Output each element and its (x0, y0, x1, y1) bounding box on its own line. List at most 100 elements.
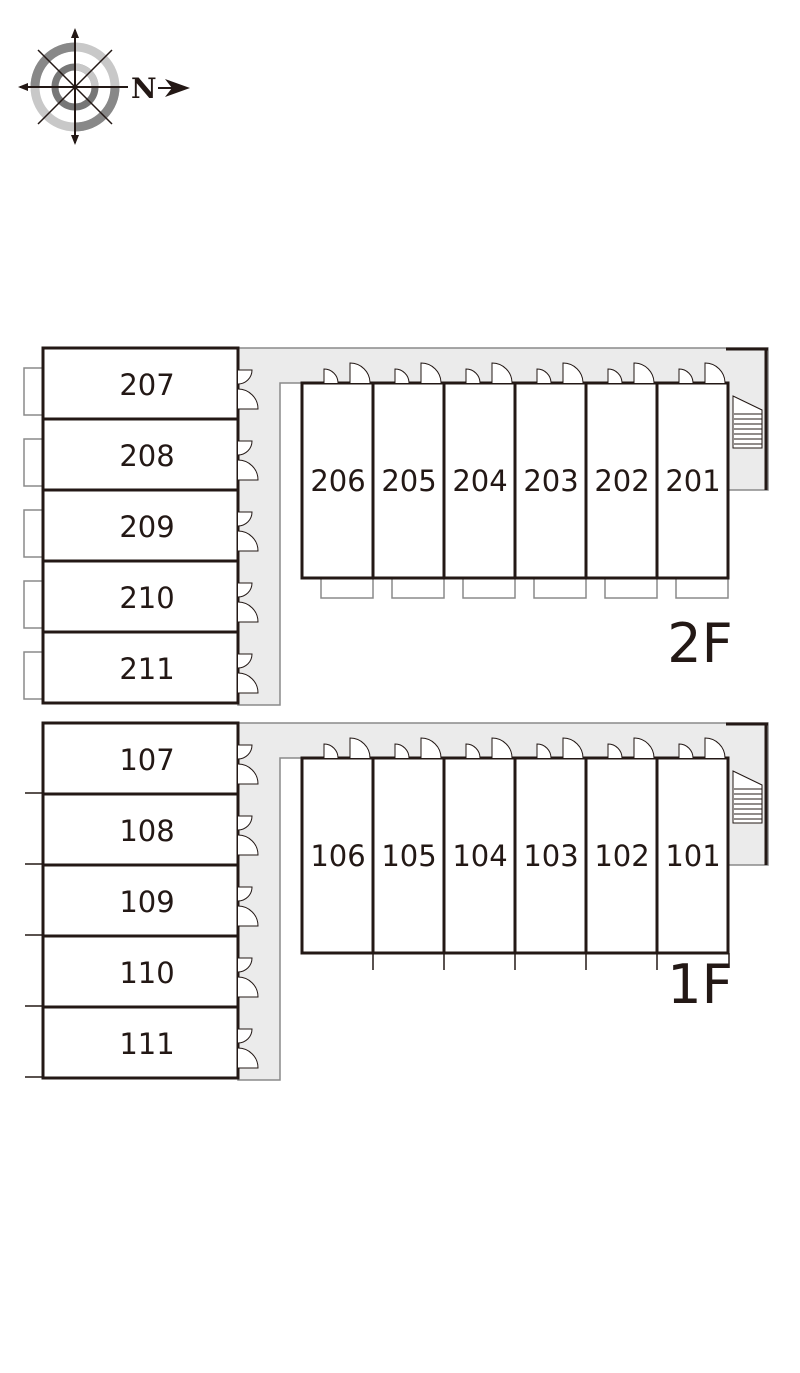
door-icon (323, 743, 339, 759)
unit-202: 202 (584, 362, 659, 599)
door-icon (633, 362, 655, 384)
door-icon (704, 362, 726, 384)
door-icon (237, 815, 253, 831)
door-icon (349, 362, 371, 384)
door-icon (237, 601, 259, 623)
unit-label: 104 (452, 839, 507, 873)
unit-204: 204 (442, 362, 517, 599)
stairs-outline (732, 770, 763, 824)
unit-209: 209 (23, 488, 259, 563)
unit-110: 110 (25, 934, 259, 1009)
unit-210: 210 (23, 559, 259, 634)
unit-label: 208 (119, 439, 174, 473)
unit-104: 104 (442, 737, 517, 970)
unit-label: 106 (310, 839, 365, 873)
balcony (391, 577, 445, 599)
floor-label: 2F (667, 612, 732, 675)
balcony (675, 577, 729, 599)
unit-room (41, 559, 240, 634)
door-icon (536, 368, 552, 384)
door-icon (237, 834, 259, 856)
door-icon (420, 362, 442, 384)
stairs (732, 770, 763, 824)
door-icon (237, 369, 253, 385)
door-icon (607, 743, 623, 759)
balcony (23, 509, 44, 558)
door-icon (562, 737, 584, 759)
north-letter: N (131, 72, 157, 105)
door-icon (237, 905, 259, 927)
unit-room (442, 381, 517, 580)
door-icon (237, 530, 259, 552)
door-icon (237, 976, 259, 998)
door-icon (349, 737, 371, 759)
door-icon (420, 737, 442, 759)
door-icon (678, 743, 694, 759)
unit-label: 107 (119, 743, 174, 777)
door-icon (237, 1047, 259, 1069)
door-icon (394, 368, 410, 384)
door-icon (237, 763, 259, 785)
unit-room (655, 381, 730, 580)
floor-label: 1F (667, 953, 732, 1016)
balcony (23, 580, 44, 629)
balcony (320, 577, 374, 599)
door-icon (237, 1028, 253, 1044)
door-icon (536, 743, 552, 759)
stairs-outline (732, 395, 763, 449)
unit-203: 203 (513, 362, 588, 599)
door-icon (607, 368, 623, 384)
door-icon (237, 886, 253, 902)
compass-rose-icon: N (18, 28, 190, 145)
unit-label: 210 (119, 581, 174, 615)
unit-105: 105 (371, 737, 446, 970)
unit-label: 111 (119, 1027, 174, 1061)
unit-label: 207 (119, 368, 174, 402)
unit-room (41, 417, 240, 492)
unit-label: 211 (119, 652, 174, 686)
door-icon (491, 362, 513, 384)
unit-room (655, 756, 730, 955)
unit-109: 109 (25, 863, 259, 938)
unit-label: 204 (452, 464, 507, 498)
door-icon (465, 368, 481, 384)
door-icon (491, 737, 513, 759)
door-icon (704, 737, 726, 759)
door-icon (678, 368, 694, 384)
unit-room (41, 792, 240, 867)
balcony (23, 438, 44, 487)
unit-111: 111 (25, 1005, 259, 1080)
unit-label: 108 (119, 814, 174, 848)
unit-107: 107 (25, 721, 259, 796)
unit-206: 206 (300, 362, 375, 599)
balcony (23, 651, 44, 700)
door-icon (323, 368, 339, 384)
unit-201: 201 (655, 362, 730, 599)
unit-label: 202 (594, 464, 649, 498)
balcony (533, 577, 587, 599)
unit-label: 102 (594, 839, 649, 873)
unit-label: 201 (665, 464, 720, 498)
unit-106: 106 (300, 737, 375, 955)
door-icon (237, 511, 253, 527)
balcony (23, 367, 44, 416)
door-icon (465, 743, 481, 759)
unit-label: 203 (523, 464, 578, 498)
door-icon (237, 957, 253, 973)
unit-label: 101 (665, 839, 720, 873)
door-icon (394, 743, 410, 759)
door-icon (237, 440, 253, 456)
door-icon (633, 737, 655, 759)
balcony (604, 577, 658, 599)
unit-label: 105 (381, 839, 436, 873)
door-icon (562, 362, 584, 384)
unit-label: 109 (119, 885, 174, 919)
unit-103: 103 (513, 737, 588, 970)
unit-108: 108 (25, 792, 259, 867)
unit-room (584, 381, 659, 580)
unit-room (442, 756, 517, 955)
door-icon (237, 582, 253, 598)
